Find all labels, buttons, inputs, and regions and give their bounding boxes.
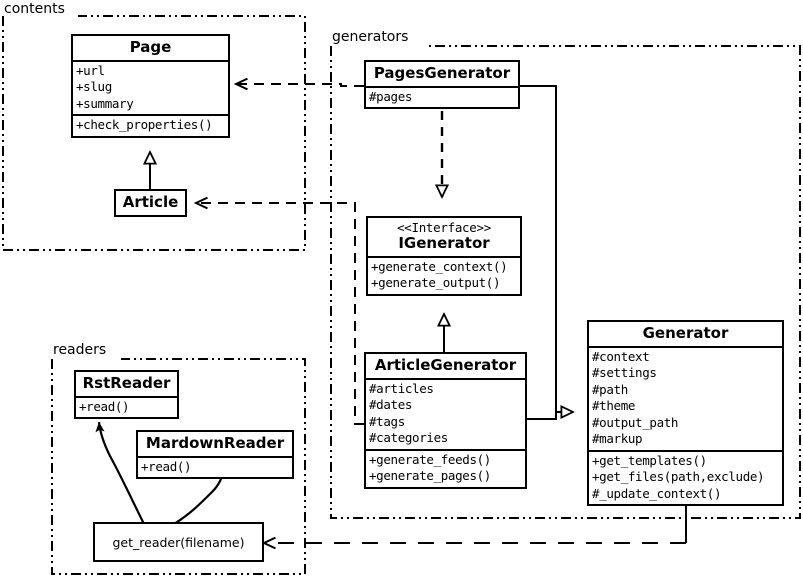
- class-box-article[interactable]: Article: [114, 189, 187, 217]
- class-operations-mardown-reader: +read(): [138, 458, 292, 478]
- package-label-contents: contents: [4, 1, 65, 17]
- operation-row: +generate_pages(): [369, 468, 491, 484]
- attribute-row: #articles: [369, 380, 434, 396]
- operation-row: #_update_context(): [592, 485, 722, 501]
- operation-row: +get_files(path,exclude): [592, 469, 765, 485]
- attribute-row: +url: [76, 62, 105, 78]
- class-box-article-generator[interactable]: ArticleGenerator #articles #dates #tags …: [364, 352, 527, 489]
- relationship-articlegenerator-inherits-generator: [527, 412, 557, 420]
- attribute-row: #markup: [592, 431, 643, 447]
- function-label-get-reader: get_reader(filename): [112, 534, 245, 550]
- class-box-rst-reader[interactable]: RstReader +read(): [74, 370, 179, 420]
- class-name-text: IGenerator: [398, 234, 490, 252]
- class-stereotype-igenerator: <<Interface>>: [397, 220, 491, 235]
- class-name-article: Article: [122, 193, 179, 211]
- package-label-readers: readers: [53, 342, 107, 358]
- class-operations-igenerator: +generate_context() +generate_output(): [368, 258, 520, 294]
- class-box-page[interactable]: Page +url +slug +summary +check_properti…: [71, 34, 230, 138]
- class-name-generator: Generator: [642, 324, 729, 342]
- class-operations-generator: +get_templates() +get_files(path,exclude…: [589, 452, 782, 505]
- class-box-igenerator[interactable]: <<Interface>> IGenerator +generate_conte…: [366, 216, 522, 296]
- attribute-row: #context: [592, 348, 650, 364]
- class-name-page: Page: [129, 38, 172, 56]
- class-name-igenerator: <<Interface>> IGenerator: [368, 218, 520, 256]
- class-name-rst-reader: RstReader: [82, 374, 171, 392]
- relationship-generator-uses-get-reader: [264, 503, 687, 543]
- attribute-row: #path: [592, 381, 628, 397]
- operation-row: +generate_output(): [371, 275, 501, 291]
- attribute-row: +slug: [76, 79, 112, 95]
- operation-row: +generate_context(): [371, 258, 508, 274]
- class-attributes-generator: #context #settings #path #theme #output_…: [589, 348, 782, 450]
- class-attributes-page: +url +slug +summary: [73, 62, 228, 115]
- function-box-get-reader[interactable]: get_reader(filename): [93, 522, 264, 562]
- relationship-articlegenerator-uses-article: [196, 203, 364, 425]
- class-name-pages-generator: PagesGenerator: [373, 64, 511, 82]
- class-operations-rst-reader: +read(): [76, 398, 177, 418]
- attribute-row: #pages: [369, 88, 413, 104]
- class-operations-page: +check_properties(): [73, 116, 228, 136]
- class-operations-article-generator: +generate_feeds() +generate_pages(): [366, 451, 525, 487]
- relationship-pagesgenerator-inherits-generator: [520, 85, 573, 412]
- class-box-mardown-reader[interactable]: MardownReader +read(): [136, 430, 294, 480]
- operation-row: +read(): [79, 398, 130, 414]
- class-box-generator[interactable]: Generator #context #settings #path #them…: [587, 320, 784, 507]
- attribute-row: #dates: [369, 397, 413, 413]
- operation-row: +read(): [141, 458, 192, 474]
- class-name-article-generator: ArticleGenerator: [374, 356, 517, 374]
- operation-row: +generate_feeds(): [369, 451, 491, 467]
- attribute-row: #output_path: [592, 414, 679, 430]
- class-attributes-article-generator: #articles #dates #tags #categories: [366, 380, 525, 449]
- class-name-mardown-reader: MardownReader: [145, 434, 285, 452]
- attribute-row: +summary: [76, 95, 134, 111]
- attribute-row: #settings: [592, 365, 657, 381]
- operation-row: +check_properties(): [76, 117, 213, 133]
- attribute-row: #tags: [369, 413, 405, 429]
- package-label-generators: generators: [332, 29, 409, 45]
- relationship-pagesgenerator-uses-page: [236, 84, 364, 86]
- attribute-row: #categories: [369, 430, 448, 446]
- attribute-row: #theme: [592, 398, 636, 414]
- operation-row: +get_templates(): [592, 452, 707, 468]
- class-box-pages-generator[interactable]: PagesGenerator #pages: [364, 60, 520, 110]
- class-attributes-pages-generator: #pages: [366, 88, 518, 108]
